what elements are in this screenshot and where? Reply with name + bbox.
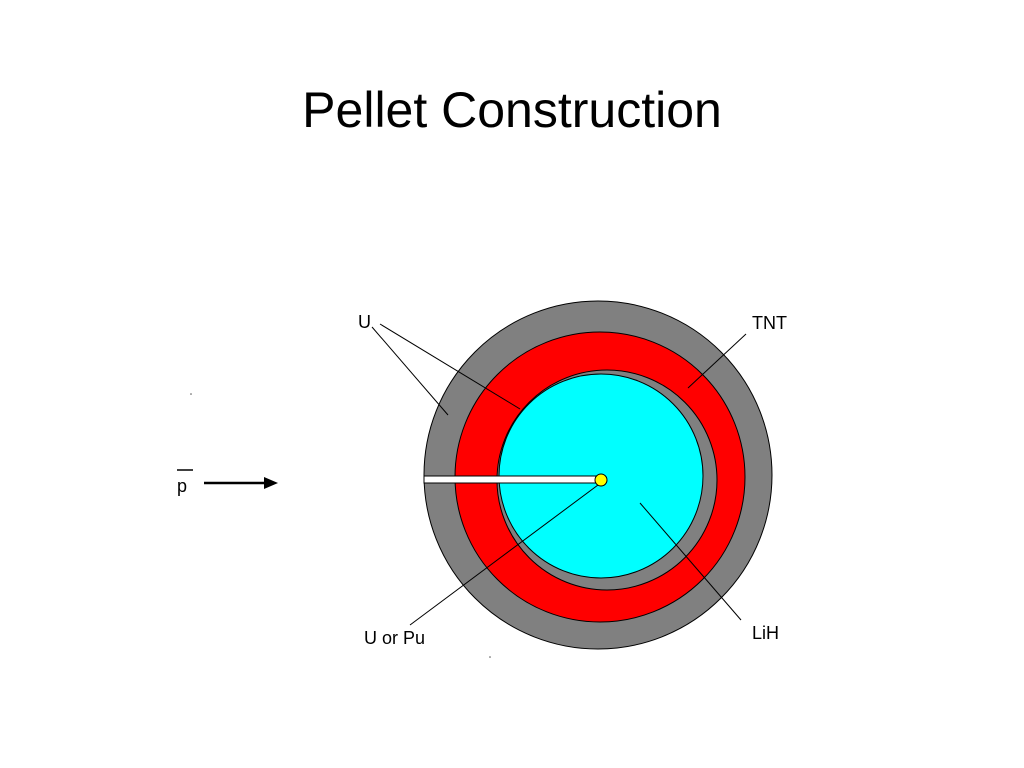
leader-line-u-outer	[371, 326, 449, 416]
stray-dot	[489, 656, 491, 658]
label-tnt: TNT	[752, 313, 787, 333]
label-u: U	[358, 312, 371, 332]
leader-line-tnt	[687, 333, 747, 389]
projectile-label: p	[177, 469, 193, 496]
projectile-arrow	[204, 477, 278, 489]
arrow-head	[264, 477, 278, 489]
leader-lines	[371, 323, 747, 626]
leader-line-lih	[639, 502, 742, 621]
slide-title: Pellet Construction	[302, 82, 722, 138]
leader-line-center	[409, 484, 599, 626]
label-lih: LiH	[752, 623, 779, 643]
label-u-or-pu: U or Pu	[364, 628, 425, 648]
label-p: p	[177, 476, 187, 496]
leader-line-u-inner	[379, 323, 521, 410]
center-sphere	[594, 473, 608, 487]
stray-dot	[190, 393, 192, 395]
projectile-channel	[423, 475, 601, 484]
